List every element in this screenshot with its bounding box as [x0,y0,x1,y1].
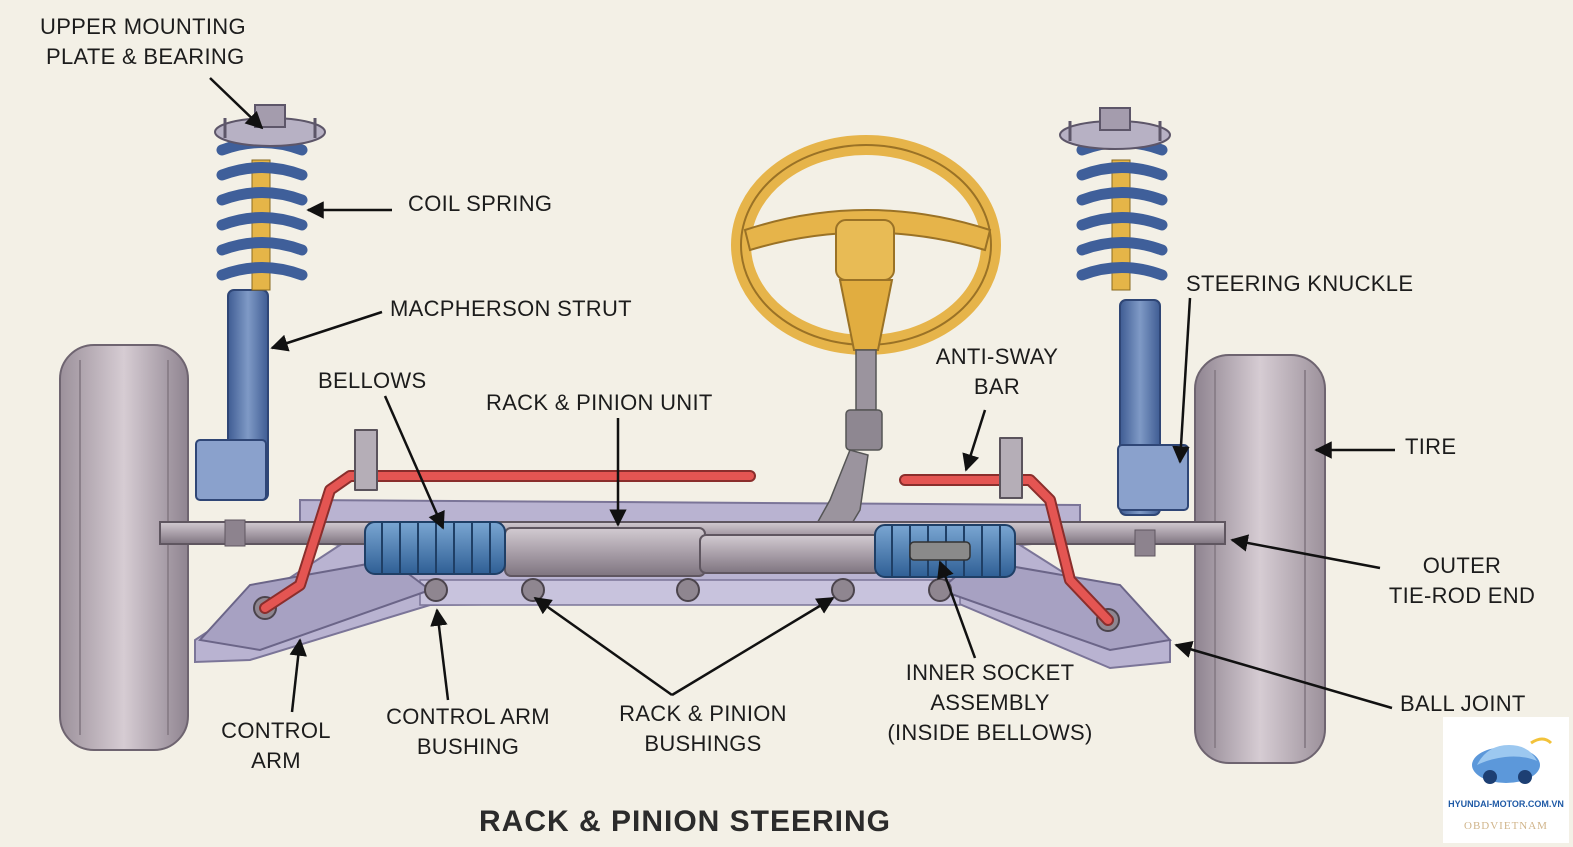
label-ball-joint: BALL JOINT [1400,691,1526,716]
label-rack-pinion-bushings: RACK & PINION BUSHINGS [619,701,787,756]
right-tire [1194,354,1326,764]
label-macpherson-strut: MACPHERSON STRUT [390,296,632,321]
label-upper-mounting-plate: UPPER MOUNTING PLATE & BEARING [40,14,246,69]
label-tire: TIRE [1405,434,1457,459]
label-steering-knuckle: STEERING KNUCKLE [1186,271,1414,296]
watermark-site: HYUNDAI-MOTOR.COM.VN [1448,799,1564,809]
leader-arrows [209,77,1395,713]
watermark: HYUNDAI-MOTOR.COM.VN OBDVIETNAM [1443,717,1569,843]
diagram-title: RACK & PINION STEERING [478,805,892,838]
left-bellows [364,521,506,575]
right-coil-spring [1076,137,1168,281]
left-strut [195,159,271,501]
label-inner-socket-assembly: INNER SOCKET ASSEMBLY (INSIDE BELLOWS) [887,660,1093,745]
left-upper-mount [214,104,326,147]
right-upper-mount [1059,107,1171,150]
left-tire [59,344,189,751]
label-bellows: BELLOWS [318,368,427,393]
label-outer-tie-rod-end: OUTER TIE-ROD END [1388,553,1536,608]
anti-sway-bar [259,429,1114,626]
label-control-arm: CONTROL ARM [221,718,331,773]
label-rack-pinion-unit: RACK & PINION UNIT [486,390,713,415]
label-coil-spring: COIL SPRING [408,191,553,216]
car-logo-icon [1472,737,1553,784]
right-bellows [874,524,1016,578]
watermark-sub: OBDVIETNAM [1464,820,1548,832]
label-anti-sway-bar: ANTI-SWAY BAR [935,344,1059,399]
right-strut [1111,159,1189,516]
label-control-arm-bushing: CONTROL ARM BUSHING [386,704,550,759]
